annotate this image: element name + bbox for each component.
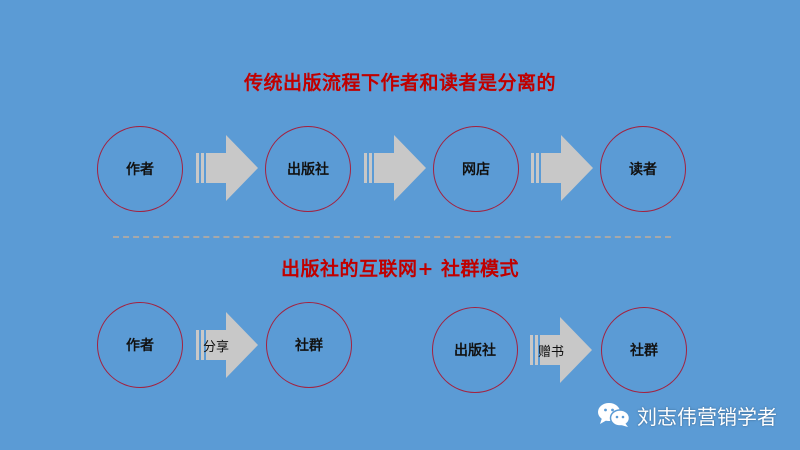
arrow-gift-book: 赠书: [530, 317, 592, 383]
node-label: 作者: [126, 162, 154, 178]
arrow-right-icon: [531, 135, 593, 201]
node-author: 作者: [97, 126, 183, 212]
node-publisher: 出版社: [265, 126, 351, 212]
arrow-right-icon: [530, 317, 592, 383]
section2-title: 出版社的互联网+ 社群模式: [280, 258, 520, 280]
wechat-icon: [598, 403, 631, 427]
node-publisher: 出版社: [432, 307, 518, 393]
node-community: 社群: [601, 307, 687, 393]
node-label: 读者: [629, 162, 657, 178]
node-label: 网店: [462, 162, 490, 178]
arrow-label: 赠书: [538, 344, 565, 360]
section1-title: 传统出版流程下作者和读者是分离的: [243, 72, 556, 94]
node-label: 作者: [126, 338, 154, 354]
arrow-right-icon: [364, 135, 426, 201]
node-author: 作者: [97, 302, 183, 388]
node-community: 社群: [266, 302, 352, 388]
arrow-right-icon: [196, 135, 258, 201]
arrow-right-icon: [196, 312, 258, 378]
node-label: 出版社: [287, 162, 329, 178]
arrow-label: 分享: [203, 339, 230, 355]
watermark: 刘志伟营销学者: [597, 400, 777, 430]
arrow-share: 分享: [196, 312, 258, 378]
section-divider: [113, 236, 671, 238]
node-label: 社群: [630, 343, 658, 359]
node-label: 社群: [295, 338, 323, 354]
watermark-text: 刘志伟营销学者: [637, 404, 777, 429]
node-reader: 读者: [600, 126, 686, 212]
node-label: 出版社: [454, 343, 496, 359]
node-online-store: 网店: [433, 126, 519, 212]
